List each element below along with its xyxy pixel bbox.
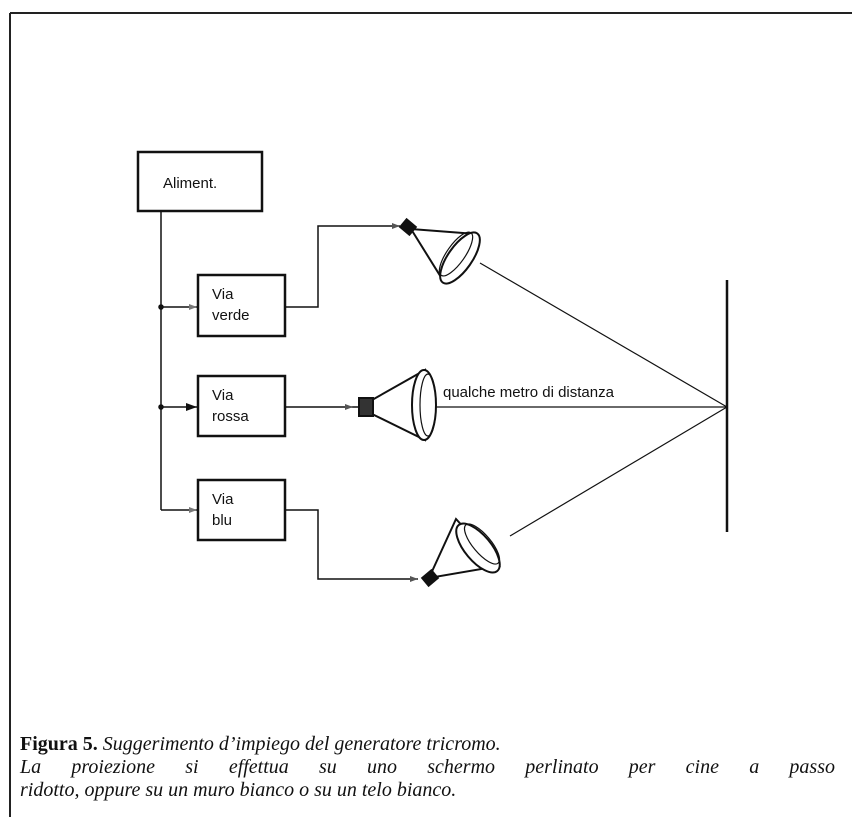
red-channel-block: Via rossa: [196, 374, 287, 438]
red-channel-label-line2: rossa: [212, 408, 249, 425]
green-channel-label-line2: verde: [212, 307, 250, 324]
caption-line-2: La proiezione si effettua su uno schermo…: [20, 756, 835, 779]
caption-line-3: ridotto, oppure su un muro bianco o su u…: [20, 779, 835, 802]
distance-label: qualche metro di distanza: [443, 384, 615, 401]
power-supply-label: Aliment.: [163, 175, 217, 192]
caption-title: Suggerimento d’impiego del generatore tr…: [102, 733, 501, 755]
figure-label: Figura 5.: [20, 733, 98, 755]
projection-beams: [436, 262, 728, 537]
supply-bus: [158, 211, 197, 511]
red-channel-label-line1: Via: [212, 387, 234, 404]
green-channel-block: Via verde: [196, 273, 287, 338]
green-channel-label-line1: Via: [212, 286, 234, 303]
green-projector: [398, 217, 481, 285]
power-supply-block: Aliment.: [136, 150, 264, 213]
output-arrows: [345, 223, 418, 582]
supply-arrows: [186, 304, 197, 513]
blue-projector: [420, 517, 501, 588]
red-projector: [358, 368, 437, 442]
caption-line-1: Figura 5. Suggerimento d’impiego del gen…: [20, 733, 835, 756]
blue-channel-block: Via blu: [196, 478, 287, 542]
blue-channel-label-line2: blu: [212, 512, 232, 529]
caption-text-3: ridotto, oppure su un muro bianco o su u…: [20, 779, 457, 801]
caption-text-2: La proiezione si effettua su uno schermo…: [20, 756, 835, 778]
blue-channel-label-line1: Via: [212, 491, 234, 508]
figure-caption: Figura 5. Suggerimento d’impiego del gen…: [20, 733, 835, 802]
